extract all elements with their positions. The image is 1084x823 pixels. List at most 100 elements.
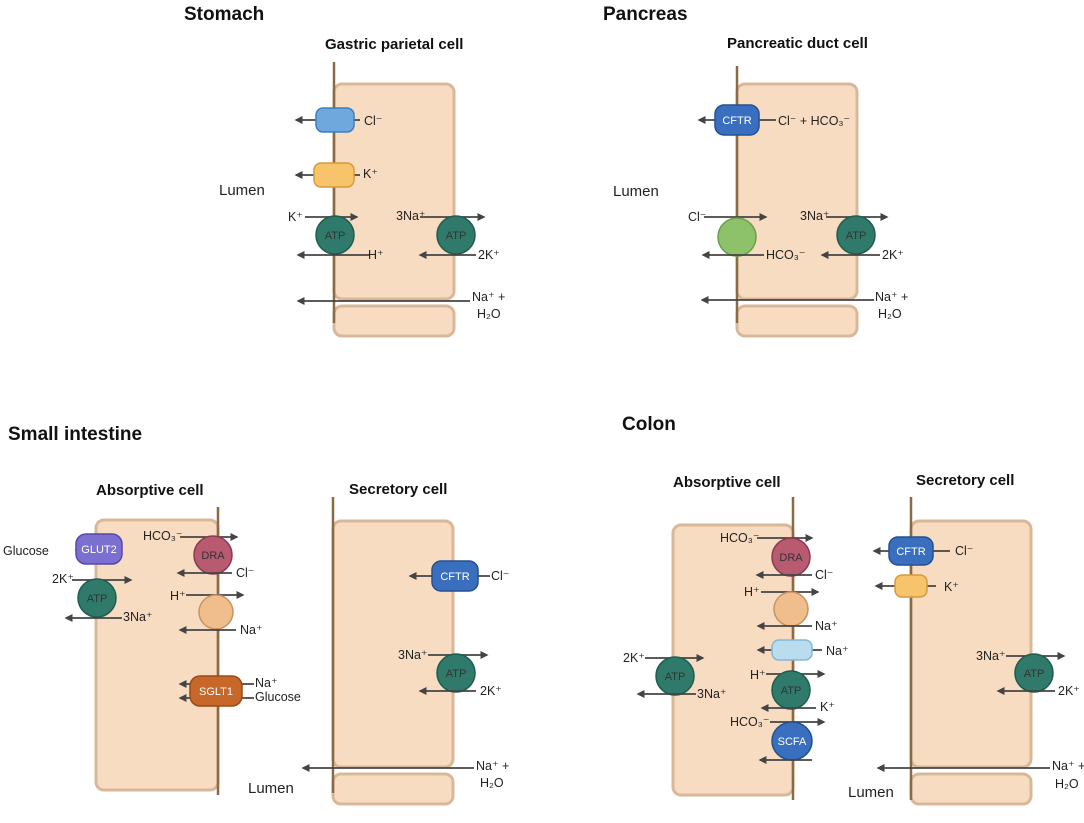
atp-pump-label: ATP xyxy=(87,593,108,605)
ion-label-3na: 3Na⁺ xyxy=(800,209,830,223)
sglt1-label: SGLT1 xyxy=(199,686,233,698)
ion-label-h2o: H₂O xyxy=(477,307,501,321)
atp-pump xyxy=(315,215,355,255)
ion-label-na: Na⁺ xyxy=(826,644,849,658)
ion-label-k: K⁺ xyxy=(363,167,378,181)
ion-label-na-plus: Na⁺ + xyxy=(1052,759,1084,773)
ion-label-k: K⁺ xyxy=(820,700,835,714)
gastric-parietal-cell-title: Gastric parietal cell xyxy=(325,36,463,53)
gastric-cell-body-lower xyxy=(332,304,456,338)
ion-label-hco3: HCO₃⁻ xyxy=(730,715,769,729)
small-intestine-panel: Small intestine Absorptive cell Glucose … xyxy=(3,424,509,806)
pancreatic-cell-body-lower xyxy=(735,304,859,338)
ion-label-cl: Cl⁻ xyxy=(364,114,382,128)
ion-label-na-plus: Na⁺ + xyxy=(472,290,505,304)
ion-label-2k: 2K⁺ xyxy=(478,248,500,262)
colon-secretory-cell-body-lower xyxy=(909,772,1033,806)
si-secretory-cell-title: Secretory cell xyxy=(349,481,447,498)
small-intestine-title: Small intestine xyxy=(8,424,142,445)
enac-sodium-channel xyxy=(771,639,813,661)
sodium-hydrogen-exchanger xyxy=(773,591,809,627)
cftr-channel xyxy=(888,536,934,566)
ion-label-h: H⁺ xyxy=(170,589,186,603)
atp-pump-label: ATP xyxy=(665,671,686,683)
colon-lumen-label: Lumen xyxy=(848,784,894,801)
ion-label-h: H⁺ xyxy=(368,248,384,262)
atp-pump-label: ATP xyxy=(325,230,346,242)
ion-label-h2o: H₂O xyxy=(480,776,504,790)
ion-label-cl: Cl⁻ xyxy=(955,544,973,558)
ion-label-hco3: HCO₃⁻ xyxy=(720,531,759,545)
cftr-label: CFTR xyxy=(722,115,751,127)
ion-label-2k: 2K⁺ xyxy=(1058,684,1080,698)
atp-pump xyxy=(771,670,811,710)
ion-label-k: K⁺ xyxy=(288,210,303,224)
ion-label-glucose: Glucose xyxy=(255,690,301,704)
ion-label-3na: 3Na⁺ xyxy=(697,687,727,701)
atp-pump xyxy=(836,215,876,255)
si-lumen-label: Lumen xyxy=(248,780,294,797)
chloride-channel xyxy=(315,107,355,133)
pancreatic-duct-cell-title: Pancreatic duct cell xyxy=(727,35,868,52)
colon-title: Colon xyxy=(622,414,676,435)
cftr-channel xyxy=(431,560,479,592)
glut2-transporter xyxy=(75,533,123,565)
atp-pump-label: ATP xyxy=(1024,668,1045,680)
ion-label-3na: 3Na⁺ xyxy=(398,648,428,662)
ion-label-cl: Cl⁻ xyxy=(815,568,833,582)
si-secretory-cell-body xyxy=(331,519,455,769)
glut2-label: GLUT2 xyxy=(81,544,116,556)
dra-exchanger xyxy=(771,537,811,577)
potassium-channel xyxy=(313,162,355,188)
chloride-bicarbonate-exchanger xyxy=(717,217,757,257)
si-secretory-cell-body-lower xyxy=(331,772,455,806)
cftr-label: CFTR xyxy=(440,571,469,583)
ion-label-3na: 3Na⁺ xyxy=(976,649,1006,663)
atp-pump-label: ATP xyxy=(446,230,467,242)
ion-label-2k: 2K⁺ xyxy=(882,248,904,262)
potassium-channel xyxy=(894,574,928,598)
sodium-hydrogen-exchanger xyxy=(198,594,234,630)
dra-exchanger xyxy=(193,535,233,575)
sglt1-cotransporter xyxy=(189,675,243,707)
ion-label-3na: 3Na⁺ xyxy=(396,209,426,223)
stomach-panel: Stomach Gastric parietal cell Lumen Cl⁻ … xyxy=(184,4,505,338)
ion-label-3na: 3Na⁺ xyxy=(123,610,153,624)
ion-label-2k: 2K⁺ xyxy=(52,572,74,586)
ion-label-na: Na⁺ xyxy=(255,676,278,690)
ion-label-glucose: Glucose xyxy=(3,544,49,558)
stomach-lumen-label: Lumen xyxy=(219,182,265,199)
atp-pump xyxy=(1014,653,1054,693)
ion-label-na: Na⁺ xyxy=(240,623,263,637)
atp-pump-label: ATP xyxy=(446,668,467,680)
atp-pump xyxy=(77,578,117,618)
stomach-title: Stomach xyxy=(184,4,264,25)
atp-pump xyxy=(655,656,695,696)
scfa-label: SCFA xyxy=(778,736,807,748)
ion-label-k: K⁺ xyxy=(944,580,959,594)
atp-pump-label: ATP xyxy=(846,230,867,242)
ion-label-hco3: HCO₃⁻ xyxy=(143,529,182,543)
ion-label-h: H⁺ xyxy=(750,668,766,682)
pancreas-panel: Pancreas Pancreatic duct cell Lumen CFTR… xyxy=(603,4,908,338)
atp-pump-label: ATP xyxy=(781,685,802,697)
ion-label-cl-hco3: Cl⁻ + HCO₃⁻ xyxy=(778,114,850,128)
atp-pump xyxy=(436,215,476,255)
colon-absorptive-cell-title: Absorptive cell xyxy=(673,474,781,491)
ion-label-2k: 2K⁺ xyxy=(480,684,502,698)
ion-label-cl: Cl⁻ xyxy=(491,569,509,583)
colon-panel: Colon Absorptive cell 2K⁺ ATP 3Na⁺ HCO₃⁻… xyxy=(622,414,1084,806)
ion-label-cl: Cl⁻ xyxy=(688,210,706,224)
ion-label-h2o: H₂O xyxy=(878,307,902,321)
si-absorptive-cell-title: Absorptive cell xyxy=(96,482,204,499)
dra-label: DRA xyxy=(779,552,803,564)
cftr-label: CFTR xyxy=(896,546,925,558)
cftr-channel xyxy=(714,104,760,136)
pancreas-title: Pancreas xyxy=(603,4,688,25)
dra-label: DRA xyxy=(201,550,225,562)
ion-label-cl: Cl⁻ xyxy=(236,566,254,580)
ion-label-na-plus: Na⁺ + xyxy=(875,290,908,304)
ion-label-h: H⁺ xyxy=(744,585,760,599)
ion-label-h2o: H₂O xyxy=(1055,777,1079,791)
